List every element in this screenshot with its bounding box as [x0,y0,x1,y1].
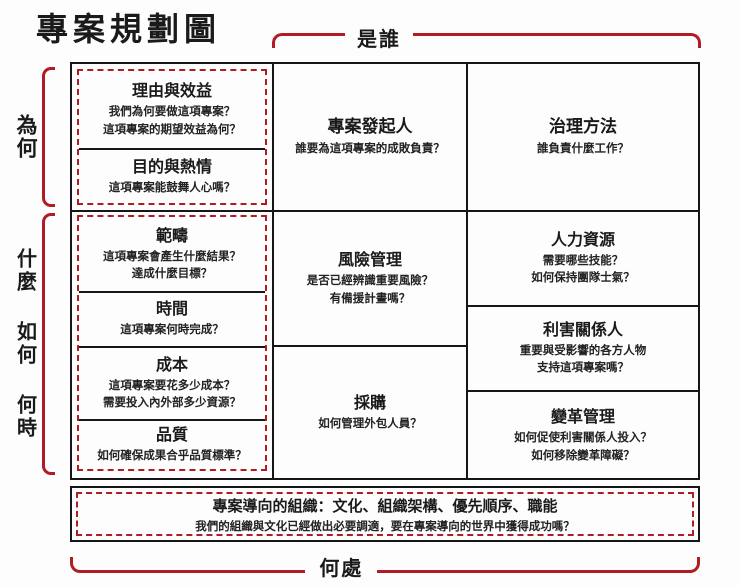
right-col-divider-1 [468,305,698,307]
cell-quality: 品質 如何確保成果合乎品質標準？ [79,421,265,469]
where-bracket: 何處 [70,552,700,581]
cell-time-title: 時間 [155,299,188,319]
cell-scope-desc: 這項專案會產生什麼結果？ 達成什麼目標？ [103,248,241,281]
cell-risk-title: 風險管理 [337,250,402,270]
cell-sponsor-desc: 誰要為這項專案的成敗負責？ [295,141,445,156]
cell-purpose-title: 目的與熱情 [131,156,212,176]
why-group-divider [79,148,265,150]
cell-risk: 風險管理 是否已經辨識重要風險？ 有備援計畫嗎？ [275,213,465,344]
right-col-divider-2 [468,390,698,392]
cell-purpose-desc: 這項專案能鼓舞人心嗎？ [108,179,236,194]
cell-time: 時間 這項專案何時完成？ [79,293,265,345]
cell-governance: 治理方法 誰負責什麼工作？ [468,64,698,210]
cell-cost: 成本 這項專案要花多少成本？ 需要投入內外部多少資源？ [79,348,265,418]
whw-divider-1 [79,291,265,293]
cell-scope: 範疇 這項專案會產生什麼結果？ 達成什麼目標？ [79,217,265,291]
what-how-when-group: 範疇 這項專案會產生什麼結果？ 達成什麼目標？ 時間 這項專案何時完成？ 成本 … [77,215,267,471]
who-bracket: 是誰 [272,23,701,52]
page-title: 專案規劃圖 [36,10,222,48]
why-label: 為何 [14,114,38,160]
cell-change-desc: 如何促使利害關係人投入？ 如何移除變革障礙？ [514,430,652,462]
cell-quality-title: 品質 [155,425,188,445]
cell-hr-title: 人力資源 [550,229,615,249]
cell-stakeholders: 利害關係人 重要與受影響的各方人物 支持這項專案嗎？ [468,308,698,388]
cell-governance-title: 治理方法 [549,116,617,137]
cell-quality-desc: 如何確保成果合乎品質標準？ [97,448,247,463]
grid-hline-top-section [72,210,698,212]
cell-procurement-desc: 如何管理外包人員？ [318,416,422,431]
cell-scope-title: 範疇 [155,225,188,245]
why-group: 理由與效益 我們為何要做這項專案？ 這項專案的期望效益為何？ 目的與熱情 這項專… [77,69,267,205]
who-label: 是誰 [345,23,413,52]
grid-vline-1 [272,64,274,478]
org-desc: 我們的組織與文化已經做出必要調適，要在專案導向的世界中獲得成功嗎？ [195,518,575,533]
org-box: 專案導向的組織：文化、組織架構、優先順序、職能 我們的組織與文化已經做出必要調適… [70,486,700,542]
whw-divider-2 [79,346,265,348]
cell-purpose: 目的與熱情 這項專案能鼓舞人心嗎？ [79,150,265,203]
grid-vline-2 [466,64,468,478]
middle-col-divider [274,345,466,347]
cell-change-title: 變革管理 [550,407,615,427]
cell-stakeholders-desc: 重要與受影響的各方人物 支持這項專案嗎？ [519,342,647,375]
cell-stakeholders-title: 利害關係人 [542,319,623,339]
canvas-grid: 理由與效益 我們為何要做這項專案？ 這項專案的期望效益為何？ 目的與熱情 這項專… [70,62,700,480]
cell-cost-title: 成本 [155,354,188,374]
what-how-when-bracket [42,213,55,475]
whw-divider-3 [79,419,265,421]
org-title: 專案導向的組織：文化、組織架構、優先順序、職能 [212,496,558,515]
org-group: 專案導向的組織：文化、組織架構、優先順序、職能 我們的組織與文化已經做出必要調適… [76,492,694,536]
cell-procurement: 採購 如何管理外包人員？ [275,348,465,478]
cell-sponsor: 專案發起人 誰要為這項專案的成敗負責？ [275,64,465,210]
cell-rationale-title: 理由與效益 [131,81,212,101]
cell-sponsor-title: 專案發起人 [327,116,413,137]
cell-time-desc: 這項專案何時完成？ [120,322,224,337]
why-bracket [42,67,55,207]
where-label: 何處 [305,552,378,581]
cell-rationale-desc: 我們為何要做這項專案？ 這項專案的期望效益為何？ [103,104,241,136]
cell-procurement-title: 採購 [353,393,386,413]
cell-risk-desc: 是否已經辨識重要風險？ 有備援計畫嗎？ [306,273,434,305]
cell-rationale: 理由與效益 我們為何要做這項專案？ 這項專案的期望效益為何？ [79,71,265,148]
cell-change: 變革管理 如何促使利害關係人投入？ 如何移除變革障礙？ [468,393,698,478]
cell-hr-desc: 需要哪些技能？ 如何保持團隊士氣？ [531,252,635,285]
cell-cost-desc: 這項專案要花多少成本？ 需要投入內外部多少資源？ [103,377,241,410]
cell-hr: 人力資源 需要哪些技能？ 如何保持團隊士氣？ [468,213,698,303]
what-how-when-label: 什麼 如何 何時 [13,248,38,440]
cell-governance-desc: 誰負責什麼工作？ [537,141,629,156]
